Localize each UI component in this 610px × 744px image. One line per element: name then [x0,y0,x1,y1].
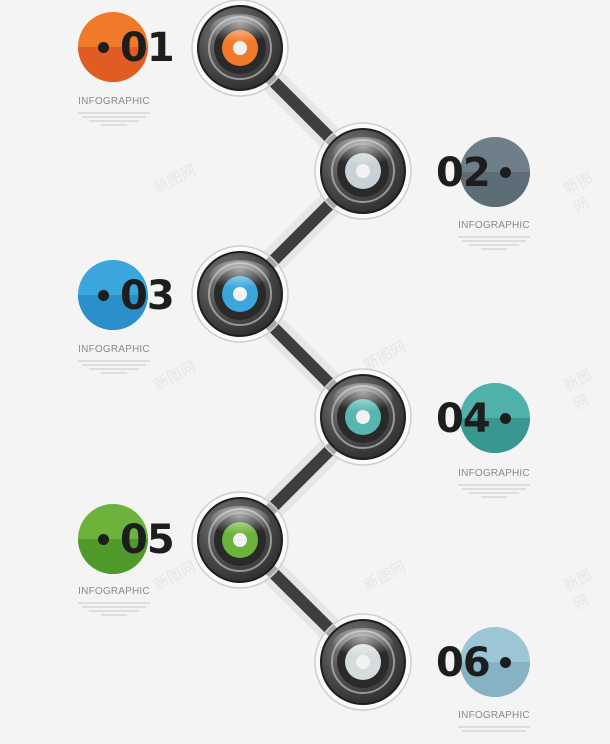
step-number: 03 [120,273,175,319]
node-gloss [333,383,393,415]
node-gloss [333,628,393,660]
step-label: INFOGRAPHIC [458,468,530,479]
step-badge [78,260,148,330]
step-badge [78,12,148,82]
bullet-dot [500,413,511,424]
bullet-dot [500,167,511,178]
step-badge [460,137,530,207]
step-label: INFOGRAPHIC [458,220,530,231]
step-badge [460,383,530,453]
placeholder-text [458,724,530,734]
step-number: 04 [436,396,491,442]
placeholder-text [78,600,150,618]
bullet-dot [98,534,109,545]
placeholder-text [78,110,150,128]
placeholder-text [458,234,530,252]
step-label: INFOGRAPHIC [458,710,530,721]
step-badge [78,504,148,574]
step-label: INFOGRAPHIC [78,344,150,355]
step-number: 01 [120,25,175,71]
step-badge [460,627,530,697]
timeline-nodes [191,0,412,711]
timeline-node [191,0,289,97]
timeline-node [314,613,412,711]
placeholder-text [78,358,150,376]
timeline-node [314,122,412,220]
node-gloss [210,14,270,46]
node-gloss [210,260,270,292]
timeline-node [191,491,289,589]
step-number: 06 [436,640,491,686]
step-number: 02 [436,150,491,196]
timeline-node [191,245,289,343]
bullet-dot [98,42,109,53]
node-gloss [333,137,393,169]
bullet-dot [98,290,109,301]
timeline-node [314,368,412,466]
node-gloss [210,506,270,538]
step-label: INFOGRAPHIC [78,96,150,107]
placeholder-text [458,482,530,500]
bullet-dot [500,657,511,668]
step-label: INFOGRAPHIC [78,586,150,597]
step-number: 05 [120,517,175,563]
